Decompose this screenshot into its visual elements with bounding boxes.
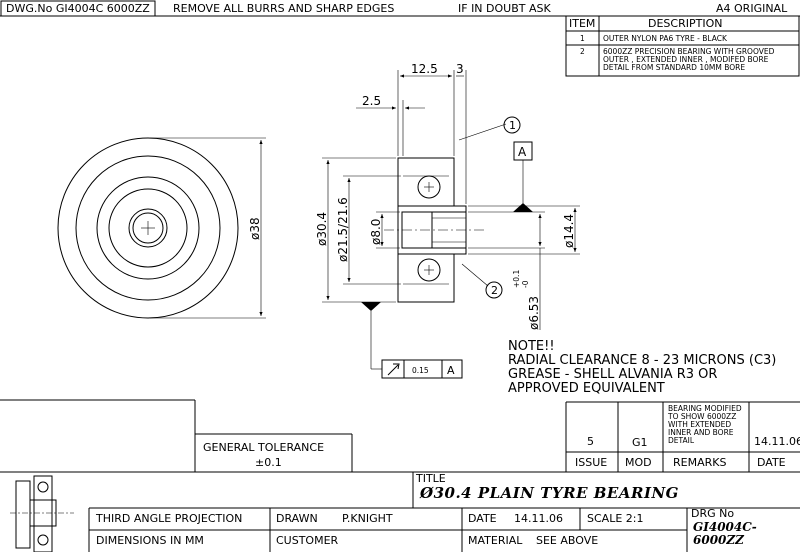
revision-col-issue: ISSUE: [575, 456, 607, 469]
dwg-number: DWG.No GI4004C 6000ZZ: [6, 2, 150, 15]
parts-row-2-description-line-3: DETAIL FROM STANDARD 10MM BORE: [603, 63, 745, 72]
general-tolerance-box: GENERAL TOLERANCE ±0.1: [203, 441, 324, 469]
fcf-datum: A: [447, 364, 455, 377]
drg-no-label: DRG No: [691, 507, 734, 520]
revision-remarks-line-4: INNER AND BORE: [668, 428, 734, 437]
revision-table: 5 G1 BEARING MODIFIED TO SHOW 6000ZZ WIT…: [565, 401, 800, 472]
dim-groove-diameter: ø21.5/21.6: [336, 197, 350, 262]
revision-date-value: 14.11.06: [754, 435, 800, 448]
revision-col-mod: MOD: [625, 456, 652, 469]
date-value: 14.11.06: [514, 512, 563, 525]
paper-size: A4 ORIGINAL: [716, 2, 788, 15]
general-tolerance-label: GENERAL TOLERANCE: [203, 441, 324, 454]
parts-row-1-item: 1: [580, 34, 585, 43]
dim-step-width: 3: [456, 62, 464, 76]
projection-label: THIRD ANGLE PROJECTION: [95, 512, 242, 525]
burrs-note: REMOVE ALL BURRS AND SHARP EDGES: [173, 2, 394, 15]
circular-runout-icon: [387, 363, 400, 376]
revision-remarks-line-2: TO SHOW 6000ZZ: [667, 412, 736, 421]
third-angle-projection-symbol-icon: [10, 475, 74, 552]
drawn-label: DRAWN: [276, 512, 318, 525]
datum-label: A: [518, 145, 527, 159]
note-clearance: RADIAL CLEARANCE 8 - 23 MICRONS (C3): [508, 353, 776, 368]
dim-total-width: 12.5: [411, 62, 438, 76]
revision-remarks-line-1: BEARING MODIFIED: [668, 404, 742, 413]
drg-no-line-2: 6000ZZ: [693, 533, 745, 547]
parts-row-2-description-line-2: OUTER , EXTENDED INNER , MODIFED BORE: [603, 55, 769, 64]
dim-chamfer-width: 2.5: [362, 94, 381, 108]
dim-tyre-diameter: ø30.4: [315, 212, 329, 246]
revision-remarks-line-5: DETAIL: [668, 436, 695, 445]
title-label: TITLE: [415, 472, 446, 485]
parts-list: ITEM DESCRIPTION 1 OUTER NYLON PA6 TYRE …: [565, 15, 800, 77]
doubt-note: IF IN DOUBT ASK: [458, 2, 551, 15]
balloon-item-1: 1: [509, 119, 516, 132]
dimensions-units: DIMENSIONS IN MM: [96, 534, 204, 547]
fcf-tolerance: 0.15: [412, 366, 429, 375]
feature-control-frame: 0.15 A: [381, 359, 463, 379]
parts-row-2-item: 2: [580, 47, 585, 56]
revision-issue-value: 5: [587, 435, 594, 448]
parts-col-item: ITEM: [569, 17, 595, 30]
scale-label: SCALE 2:1: [587, 512, 643, 525]
frame-lines: [0, 399, 800, 552]
drg-no-line-1: GI4004C-: [693, 520, 757, 534]
header: DWG.No GI4004C 6000ZZ REMOVE ALL BURRS A…: [0, 0, 800, 17]
balloon-item-2: 2: [491, 284, 498, 297]
dim-inner-extension-diameter: ø14.4: [562, 214, 576, 248]
revision-col-date: DATE: [757, 456, 786, 469]
note-equivalent: APPROVED EQUIVALENT: [508, 381, 665, 396]
dim-bore-tolerance-diameter: ø6.53: [527, 296, 541, 330]
dim-tolerance-lower: -0: [521, 280, 530, 288]
general-tolerance-value: ±0.1: [255, 456, 282, 469]
drawn-value: P.KNIGHT: [342, 512, 393, 525]
note-heading: NOTE!!: [508, 339, 555, 354]
customer-label: CUSTOMER: [276, 534, 339, 547]
dim-outer-diameter: ø38: [248, 217, 262, 240]
revision-col-remarks: REMARKS: [673, 456, 726, 469]
parts-row-1-description: OUTER NYLON PA6 TYRE - BLACK: [603, 34, 728, 43]
revision-remarks-line-3: WITH EXTENDED: [668, 420, 731, 429]
note-grease: GREASE - SHELL ALVANIA R3 OR: [508, 367, 717, 382]
material-value: SEE ABOVE: [536, 534, 598, 547]
dim-bore-diameter: ø8.0: [369, 219, 383, 245]
drawing-title: Ø30.4 PLAIN TYRE BEARING: [419, 484, 679, 502]
revision-mod-value: G1: [632, 436, 648, 449]
date-label: DATE: [468, 512, 497, 525]
notes: NOTE!! RADIAL CLEARANCE 8 - 23 MICRONS (…: [508, 339, 776, 396]
parts-row-2-description-line-1: 6000ZZ PRECISION BEARING WITH GROOVED: [603, 47, 775, 56]
dim-tolerance-upper: +0.1: [512, 270, 521, 288]
front-view: ø38: [57, 137, 266, 319]
section-view: 12.5 3 2.5 ø30.4 ø21.5/21.6 ø8.0 ø14.4 ø…: [315, 62, 580, 370]
title-block: TITLE Ø30.4 PLAIN TYRE BEARING THIRD ANG…: [95, 472, 757, 547]
material-label: MATERIAL: [468, 534, 523, 547]
parts-col-description: DESCRIPTION: [648, 17, 722, 30]
